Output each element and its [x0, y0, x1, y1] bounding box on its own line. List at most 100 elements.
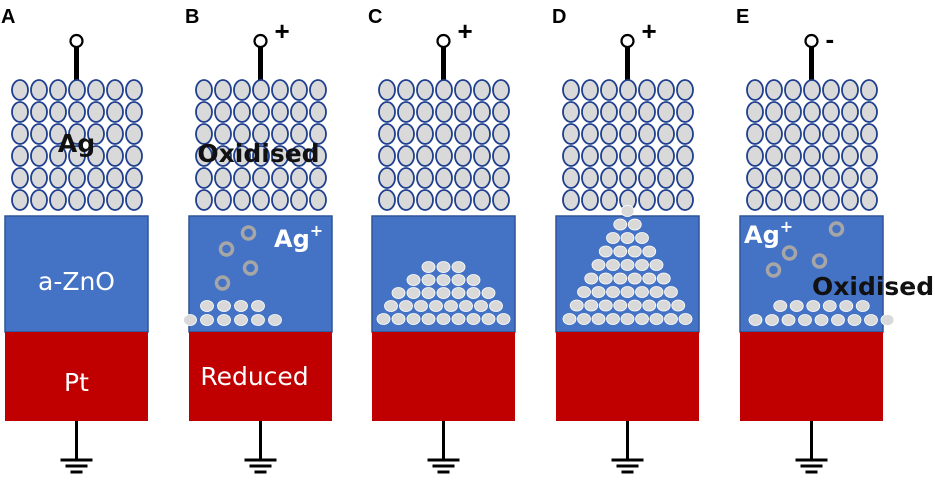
silver-atom-icon [638, 167, 656, 189]
silver-atom-icon [30, 101, 48, 123]
silver-atom-icon [68, 79, 86, 101]
silver-atom-icon [600, 101, 618, 123]
silver-atom-icon [436, 261, 451, 273]
silver-atom-icon [492, 189, 510, 211]
silver-atom-icon [860, 189, 878, 211]
panel-letter: E [736, 6, 749, 28]
silver-atom-icon [638, 79, 656, 101]
silver-atom-icon [290, 167, 308, 189]
silver-atom-icon [397, 123, 415, 145]
silver-atom-icon [125, 101, 143, 123]
silver-atom-icon [414, 300, 428, 312]
silver-atom-icon [421, 287, 436, 299]
panel-d: D+ [552, 6, 700, 474]
silver-atom-icon [880, 314, 895, 326]
silver-atom-icon [657, 167, 675, 189]
silver-atom-icon [806, 300, 821, 312]
silver-atom-icon [195, 123, 213, 145]
silver-atom-icon [627, 272, 642, 285]
silver-atom-icon [649, 286, 664, 298]
silver-atom-icon [635, 286, 649, 298]
silver-atom-icon [581, 79, 599, 101]
silver-atom-icon [620, 313, 635, 325]
silver-atom-icon [562, 79, 580, 101]
silver-atom-icon [664, 313, 678, 325]
silver-atom-icon [784, 101, 802, 123]
ag-electrode [562, 79, 694, 211]
silver-atom-icon [466, 313, 481, 325]
silver-atom-icon [252, 123, 270, 145]
silver-atom-icon [746, 145, 764, 167]
silver-atom-icon [784, 189, 802, 211]
silver-atom-icon [841, 189, 859, 211]
silver-atom-icon [466, 274, 481, 286]
silver-atom-icon [496, 313, 511, 325]
label-oxide: a-ZnO [38, 267, 115, 296]
terminal-icon [69, 33, 84, 49]
silver-atom-icon [125, 145, 143, 167]
silver-atom-icon [562, 167, 580, 189]
silver-atom-icon [421, 261, 436, 273]
silver-atom-icon [416, 145, 434, 167]
silver-atom-icon [49, 167, 67, 189]
silver-atom-icon [271, 79, 289, 101]
silver-atom-icon [619, 123, 637, 145]
silver-atom-icon [397, 79, 415, 101]
silver-atom-icon [214, 101, 232, 123]
silver-atom-icon [591, 259, 606, 271]
ag-electrode [195, 79, 327, 211]
silver-atom-icon [600, 167, 618, 189]
silver-atom-icon [68, 123, 86, 145]
silver-atom-icon [87, 189, 105, 211]
silver-atom-icon [676, 123, 694, 145]
silver-atom-icon [87, 145, 105, 167]
silver-atom-icon [676, 167, 694, 189]
silver-atom-icon [855, 300, 870, 312]
silver-atom-icon [195, 101, 213, 123]
silver-atom-icon [803, 167, 821, 189]
silver-atom-icon [68, 189, 86, 211]
silver-atom-icon [860, 101, 878, 123]
silver-atom-icon [803, 145, 821, 167]
bottom-electrode [556, 332, 699, 421]
silver-atom-icon [613, 218, 628, 231]
silver-atom-icon [444, 300, 458, 312]
silver-atom-icon [397, 189, 415, 211]
silver-atom-icon [613, 272, 628, 285]
silver-atom-icon [195, 167, 213, 189]
silver-atom-icon [406, 274, 421, 286]
silver-atom-icon [200, 300, 214, 312]
silver-atom-icon [183, 314, 197, 326]
silver-atom-icon [619, 101, 637, 123]
silver-atom-icon [841, 101, 859, 123]
silver-atom-icon [309, 123, 327, 145]
silver-atom-icon [642, 272, 657, 285]
silver-atom-icon [847, 314, 862, 326]
silver-atom-icon [466, 287, 481, 299]
silver-atom-icon [378, 167, 396, 189]
silver-atom-icon [378, 145, 396, 167]
ground-icon [611, 421, 644, 474]
silver-atom-icon [87, 123, 105, 145]
silver-atom-icon [391, 287, 406, 299]
silver-atom-icon [839, 300, 854, 312]
silver-atom-icon [416, 189, 434, 211]
silver-atom-icon [562, 123, 580, 145]
silver-atom-icon [676, 145, 694, 167]
silver-atom-icon [87, 101, 105, 123]
silver-atom-icon [195, 189, 213, 211]
bottom-electrode [372, 332, 515, 421]
silver-atom-icon [252, 145, 270, 167]
silver-atom-icon [638, 123, 656, 145]
silver-atom-icon [676, 189, 694, 211]
ground-icon [427, 421, 460, 474]
silver-atom-icon [635, 232, 649, 244]
silver-atom-icon [657, 101, 675, 123]
silver-atom-icon [627, 245, 642, 258]
silver-atom-icon [678, 313, 693, 325]
silver-atom-icon [798, 314, 812, 326]
silver-atom-icon [252, 167, 270, 189]
label-electrode: Reduced [200, 362, 308, 391]
silver-atom-icon [435, 145, 453, 167]
ground-icon [795, 421, 828, 474]
